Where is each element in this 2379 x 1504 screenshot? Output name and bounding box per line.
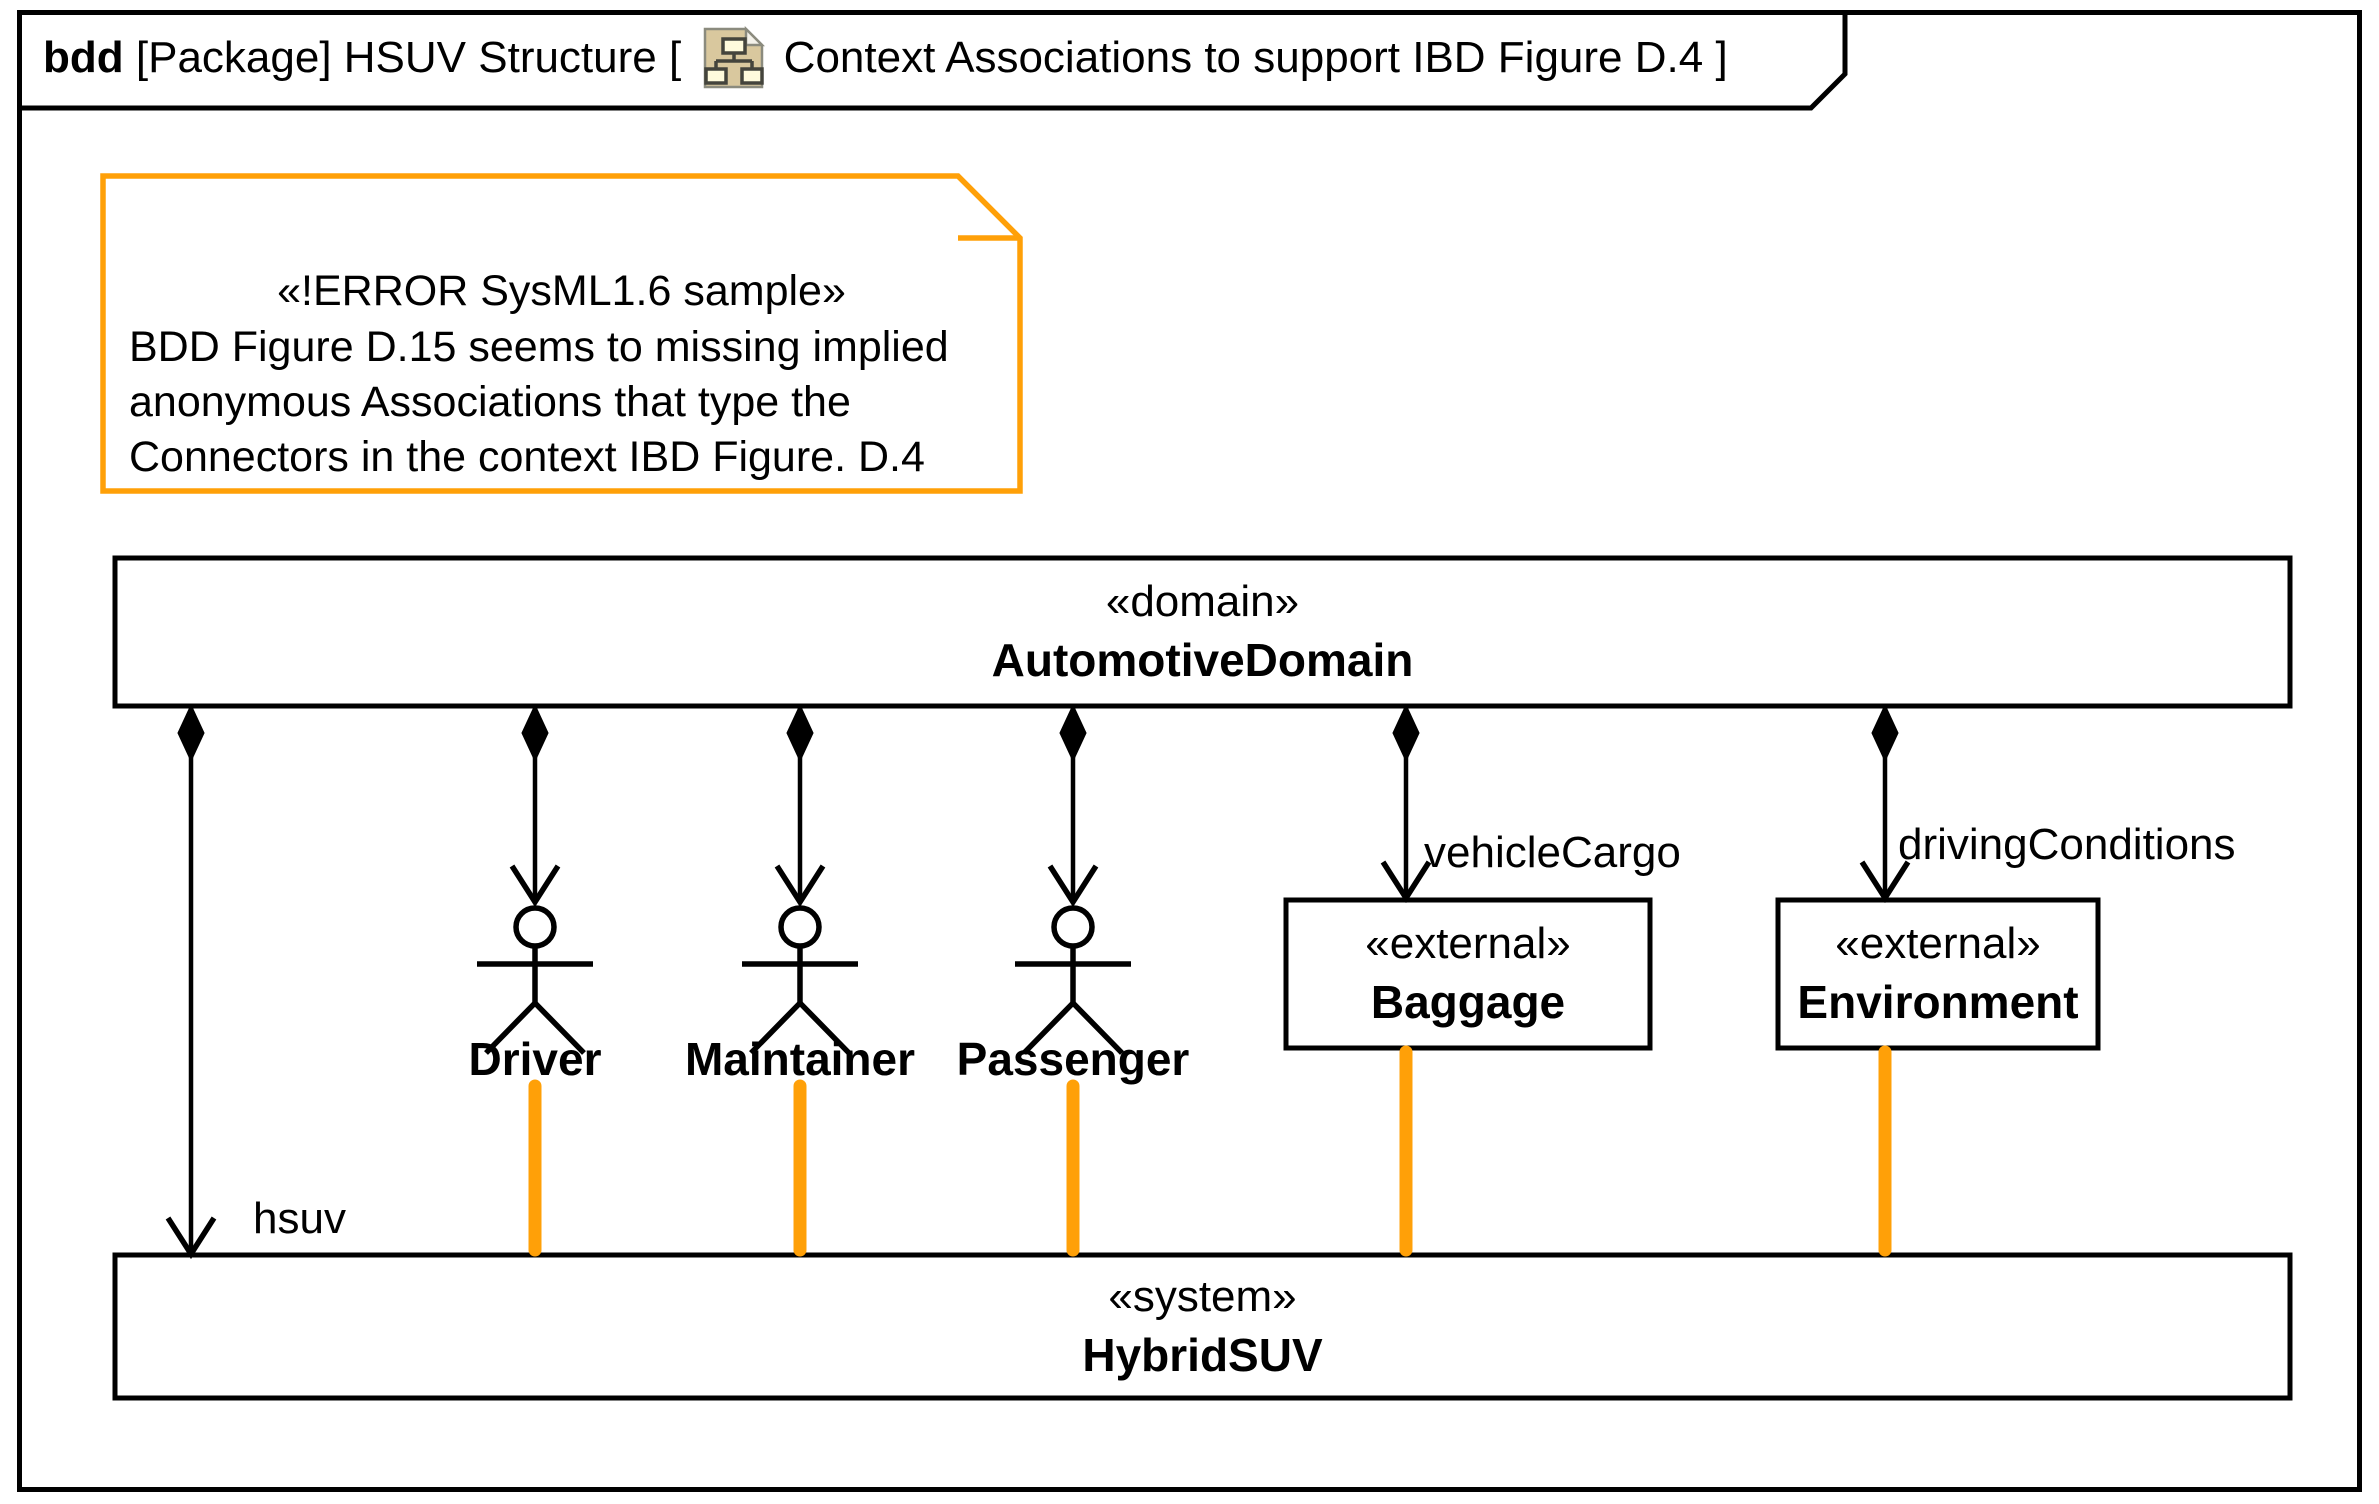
- open-arrowhead-icon: [509, 864, 561, 908]
- package-diagram-icon: [704, 26, 766, 89]
- diagram-heading-tab-shape: [17, 10, 1848, 111]
- block-stereotype: «domain»: [1105, 577, 1300, 626]
- note-body-line: Connectors in the context IBD Figure. D.…: [129, 433, 925, 481]
- baggage-block-shape: [1283, 897, 1653, 1051]
- note-stereotype-line: «!ERROR SysML1.6 sample»: [277, 267, 846, 315]
- composite-diamond-icon: [786, 703, 814, 763]
- composite-diamond-icon: [1392, 703, 1420, 763]
- orange-association-lines: [528, 1045, 1892, 1257]
- diagram-heading-text-left: [Package] HSUV Structure [: [123, 33, 694, 82]
- composite-diamond-icon: [177, 703, 205, 763]
- composition-connector-driver: [509, 703, 561, 908]
- environment-block-shape: [1775, 897, 2101, 1051]
- open-arrowhead-icon: [165, 1216, 217, 1260]
- composition-connector-driving-conditions: [1859, 703, 1911, 904]
- diagram-heading: bdd [Package] HSUV Structure [ Context A…: [17, 10, 1833, 106]
- block-name: AutomotiveDomain: [991, 634, 1414, 686]
- actor-label-driver: Driver: [468, 1033, 602, 1085]
- error-note: «!ERROR SysML1.6 sample» BDD Figure D.15…: [103, 176, 1020, 491]
- actor-label-passenger: Passenger: [956, 1033, 1190, 1085]
- edge-label-hsuv: hsuv: [253, 1194, 346, 1243]
- hybrid-suv-block: «system» HybridSUV: [115, 1255, 2290, 1398]
- baggage-block: «external» Baggage: [1286, 900, 1650, 1048]
- composition-connector-passenger: [1047, 703, 1099, 908]
- open-arrowhead-icon: [1859, 860, 1911, 904]
- block-name: Environment: [1797, 976, 2079, 1028]
- edge-label-driving-conditions: drivingConditions: [1898, 820, 2236, 869]
- note-shape: [100, 173, 1023, 494]
- composition-connector-vehicle-cargo: [1380, 703, 1432, 904]
- actor-figure-driver: [477, 905, 593, 1055]
- edge-label-vehicle-cargo: vehicleCargo: [1424, 828, 1681, 877]
- composite-diamond-icon: [1059, 703, 1087, 763]
- composition-connector-maintainer: [774, 703, 826, 908]
- actor-figure-passenger: [1015, 905, 1131, 1055]
- actor-label-maintainer: Maintainer: [684, 1033, 916, 1085]
- note-body-line: anonymous Associations that type the: [129, 378, 851, 426]
- composition-connector-hsuv: [165, 703, 217, 1260]
- open-arrowhead-icon: [1047, 864, 1099, 908]
- block-stereotype: «system»: [1108, 1271, 1297, 1321]
- actor-figure-maintainer: [742, 905, 858, 1055]
- block-stereotype: «external»: [1365, 919, 1571, 968]
- block-name: Baggage: [1370, 976, 1566, 1028]
- block-stereotype: «external»: [1835, 919, 2041, 968]
- hybrid-suv-block-shape: [112, 1252, 2293, 1401]
- open-arrowhead-icon: [774, 864, 826, 908]
- composite-diamond-icon: [521, 703, 549, 763]
- automotive-domain-block: «domain» AutomotiveDomain: [115, 558, 2290, 706]
- diagram-heading-text-right: Context Associations to support IBD Figu…: [771, 33, 1728, 82]
- block-name: HybridSUV: [1082, 1328, 1323, 1381]
- note-body-line: BDD Figure D.15 seems to missing implied: [129, 323, 949, 371]
- composite-diamond-icon: [1871, 703, 1899, 763]
- automotive-domain-block-shape: [112, 555, 2293, 709]
- diagram-kind-keyword: bdd: [43, 33, 124, 82]
- environment-block: «external» Environment: [1778, 900, 2098, 1048]
- open-arrowhead-icon: [1380, 860, 1432, 904]
